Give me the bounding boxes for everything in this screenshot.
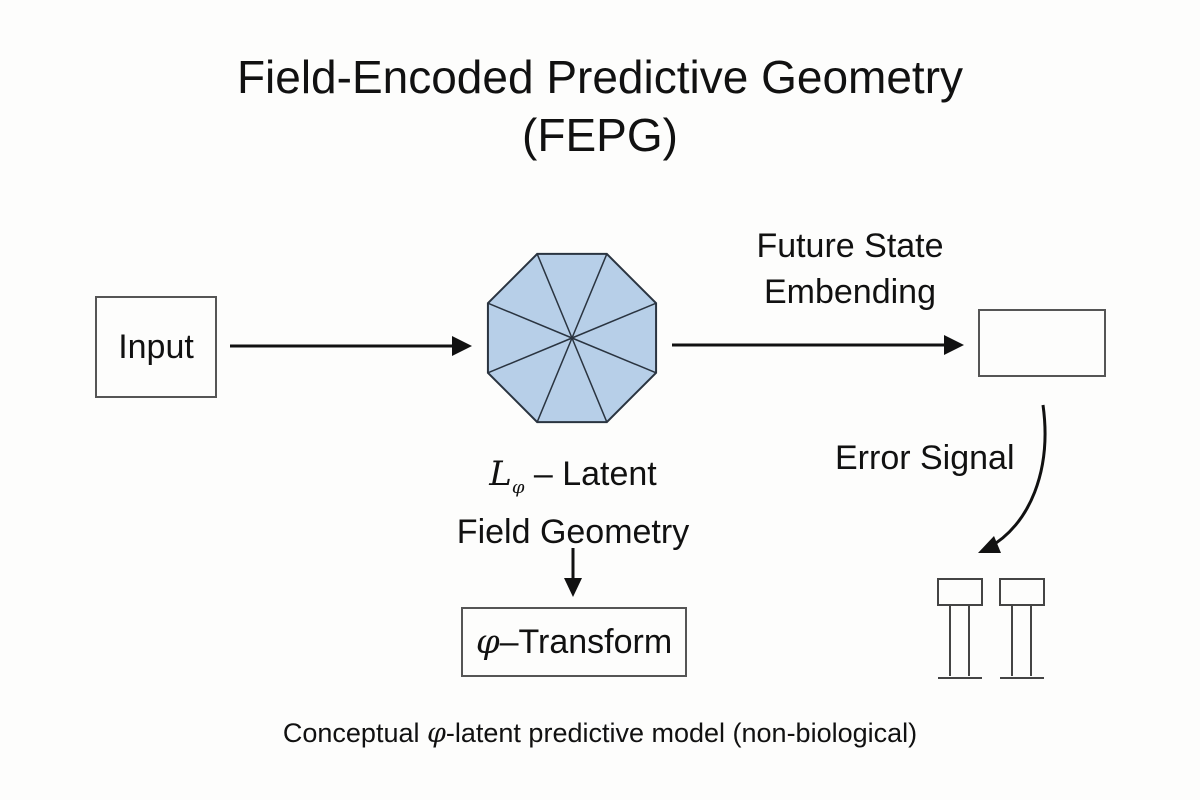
- input-node: Input: [95, 296, 217, 398]
- latent-label-rest: – Latent: [524, 455, 657, 493]
- latent-subscript: φ: [511, 476, 525, 498]
- caption-before: Conceptual: [282, 718, 427, 748]
- arrowhead-latent-to-future: [944, 335, 964, 355]
- octagon-spoke: [571, 253, 608, 339]
- octagon-spoke: [536, 337, 573, 423]
- output-pillar-left: [937, 578, 983, 679]
- caption-after: -latent predictive model (non-biological…: [445, 718, 918, 748]
- latent-symbol: L: [489, 454, 512, 494]
- octagon-spoke: [571, 337, 608, 423]
- input-label: Input: [118, 328, 194, 366]
- future-state-node: [978, 309, 1106, 377]
- diagram-caption: Conceptual φ-latent predictive model (no…: [0, 718, 1200, 749]
- error-signal-label: Error Signal: [835, 439, 1015, 477]
- arrowhead-error-signal: [978, 536, 1001, 553]
- arrow-error-signal-curve: [987, 404, 1047, 550]
- caption-symbol: φ: [426, 718, 446, 749]
- octagon-spoke: [487, 302, 573, 339]
- future-state-label-line2: Embending: [763, 273, 936, 311]
- octagon-spoke: [487, 337, 573, 374]
- future-state-label: Future State Embending: [700, 226, 1000, 312]
- arrowhead-input-to-latent: [452, 336, 472, 356]
- diagram-subtitle: (FEPG): [522, 109, 678, 161]
- latent-field-label-line2: Field Geometry: [456, 512, 690, 551]
- transform-label-rest: –Transform: [499, 623, 673, 661]
- diagram-title: Field-Encoded Predictive Geometry: [236, 51, 964, 103]
- latent-field-octagon: [486, 252, 658, 424]
- latent-field-label: Lφ – Latent Field Geometry: [423, 454, 723, 552]
- octagon-spoke: [571, 337, 657, 374]
- octagon-spoke: [571, 302, 657, 339]
- transform-node: φ–Transform: [461, 607, 687, 677]
- arrowhead-latent-to-transform: [564, 578, 582, 597]
- future-state-label-line1: Future State: [756, 227, 944, 265]
- transform-symbol: φ: [475, 622, 500, 662]
- latent-field-label-line1: Lφ – Latent: [423, 454, 723, 508]
- transform-label: φ–Transform: [476, 622, 672, 662]
- octagon-spoke: [536, 253, 573, 339]
- output-pillar-right: [999, 578, 1045, 679]
